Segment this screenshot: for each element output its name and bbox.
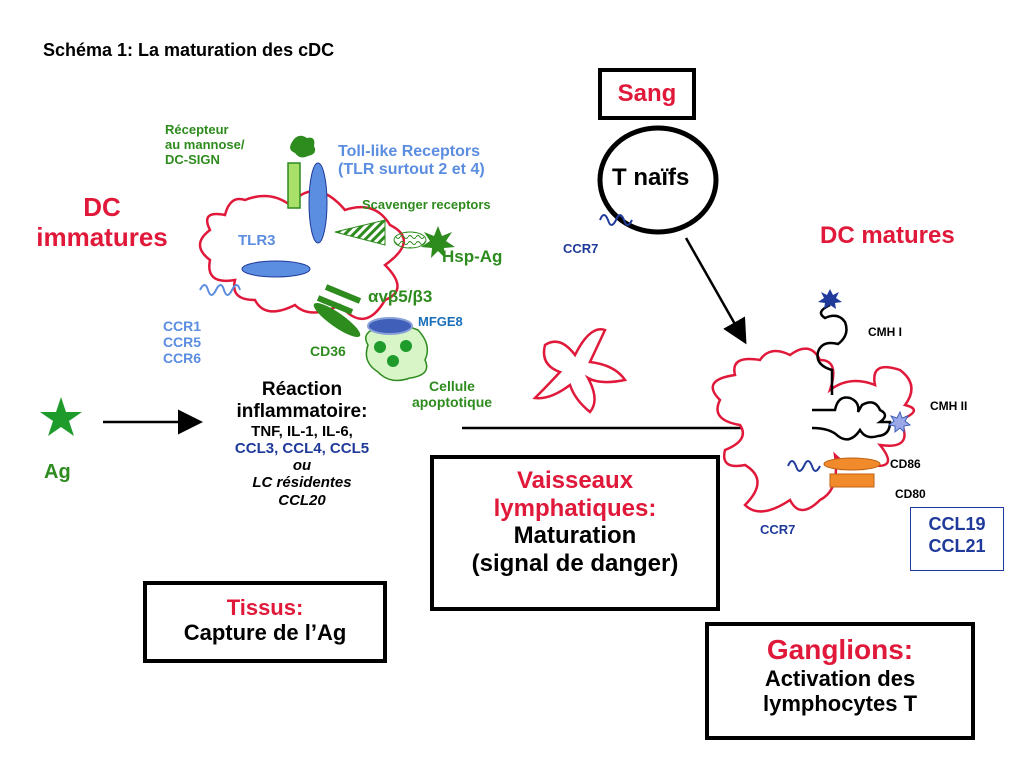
cmh1-peptide-icon: [818, 289, 842, 309]
mannose-line-1: Récepteur: [165, 122, 229, 137]
dc-matures-label: DC matures: [820, 222, 955, 249]
cmh2-shape: [811, 396, 892, 441]
scavenger-label: Scavenger receptors: [362, 197, 491, 212]
apoptotic-cell-outline: [365, 324, 429, 382]
reaction-chemokines: CCL3, CCL4, CCL5: [234, 439, 370, 457]
integrin-label: αvβ5/β3: [368, 287, 433, 306]
cmh1-shape: [816, 303, 848, 395]
vaisseaux-maturation: Maturation: [513, 522, 637, 550]
ccl19-label: CCL19: [928, 514, 986, 534]
reaction-lc: LC résidentes: [252, 474, 352, 492]
cd80-rect: [829, 473, 875, 488]
ccr7-coil-top: [599, 214, 633, 226]
vaisseaux-signal: (signal de danger): [471, 549, 679, 577]
cd36-label: CD36: [310, 343, 346, 359]
mannose-receptor-label: Récepteur au mannose/ DC-SIGN: [165, 122, 245, 168]
cd86-label: CD86: [890, 457, 921, 471]
sang-box: Sang: [598, 68, 696, 120]
ccr6-label: CCR6: [162, 350, 202, 367]
dc-immatures-label: DC immatures: [25, 192, 179, 253]
apoptotic-line-1: Cellule: [429, 378, 475, 394]
integrin-bar-2: [324, 284, 362, 304]
tlr3-label: TLR3: [238, 232, 276, 249]
hsp-oval: [393, 231, 427, 249]
sang-label: Sang: [617, 80, 677, 107]
migrating-dc-outline: [532, 328, 628, 414]
ccr5-label: CCR5: [162, 334, 202, 351]
ccr7-coil-bottom: [787, 460, 821, 472]
hsp-star-icon: [421, 226, 455, 258]
vaisseaux-box: Vaisseaux lymphatiques: Maturation (sign…: [430, 455, 720, 611]
diagram-title: Schéma 1: La maturation des cDC: [43, 40, 335, 60]
t-naive-cell: [597, 125, 719, 235]
ganglions-box: Ganglions: Activation des lymphocytes T: [705, 622, 975, 740]
ccr-list: CCR1 CCR5 CCR6: [158, 318, 206, 366]
cd80-label: CD80: [895, 487, 926, 501]
reaction-line-2: inflammatoire:: [236, 400, 368, 422]
apoptotic-body: [374, 341, 386, 353]
apoptotic-cell-label: Cellule apoptotique: [400, 378, 504, 410]
cmh2-peptide-icon: [887, 410, 912, 434]
ganglions-title: Ganglions:: [766, 634, 914, 665]
vaisseaux-title-1: Vaisseaux: [516, 467, 634, 494]
scavenger-receptor-shape: [334, 219, 386, 246]
tissus-subtitle: Capture de l’Ag: [183, 620, 347, 646]
reaction-ccl20: CCL20: [278, 491, 326, 509]
ccr1-label: CCR1: [162, 318, 202, 334]
ccr7-bottom-label: CCR7: [760, 522, 796, 537]
t-naifs-label: T naïfs: [612, 164, 690, 191]
ccr-coil-immature: [199, 284, 241, 296]
apoptotic-body: [387, 355, 399, 367]
tlr-ellipse: [308, 162, 328, 244]
mannose-ligand-blob: [290, 135, 316, 158]
cd86-ellipse: [823, 457, 881, 471]
arrow-tcell-dc: [684, 237, 747, 345]
reaction-line-1: Réaction: [261, 379, 343, 400]
tissus-box: Tissus: Capture de l’Ag: [143, 581, 387, 663]
mfge8-ellipse: [367, 317, 413, 335]
mfge8-label: MFGE8: [418, 314, 463, 329]
tlr3-ellipse: [241, 260, 311, 278]
ag-label: Ag: [44, 461, 71, 483]
ccr7-top-label: CCR7: [563, 241, 599, 256]
ccl21-label: CCL21: [928, 535, 986, 556]
apoptotic-line-2: apoptotique: [411, 394, 493, 411]
toll-like-label: Toll-like Receptors (TLR surtout 2 et 4): [338, 143, 485, 180]
reaction-cytokines: TNF, IL-1, IL-6,: [251, 422, 353, 440]
dc-immatures-line-2: immatures: [36, 221, 168, 252]
integrin-bar-1: [316, 295, 354, 315]
ccl-box: CCL19 CCL21: [910, 507, 1004, 571]
reaction-block: Réaction inflammatoire: TNF, IL-1, IL-6,…: [212, 379, 392, 509]
ganglions-line-2: lymphocytes T: [762, 691, 918, 717]
apoptotic-body: [400, 340, 412, 352]
dc-immatures-line-1: DC: [83, 192, 121, 222]
tissus-title: Tissus:: [226, 595, 304, 620]
toll-like-line-2: (TLR surtout 2 et 4): [338, 161, 485, 179]
cmh1-label: CMH I: [868, 325, 902, 339]
mature-dc-outline: [711, 347, 915, 513]
mannose-line-3: DC-SIGN: [165, 151, 220, 167]
reaction-ou: ou: [292, 457, 312, 475]
hsp-ag-label: Hsp-Ag: [442, 247, 503, 266]
vaisseaux-title-2: lymphatiques:: [493, 494, 657, 522]
ganglions-line-1: Activation des: [764, 666, 916, 692]
mannose-line-2: au mannose/: [165, 136, 245, 152]
cmh2-label: CMH II: [930, 399, 968, 413]
ag-star-icon: [40, 397, 82, 436]
cd36-ellipse: [313, 302, 361, 338]
toll-like-line-1: Toll-like Receptors: [338, 143, 480, 160]
mannose-receptor-shape: [287, 162, 301, 209]
